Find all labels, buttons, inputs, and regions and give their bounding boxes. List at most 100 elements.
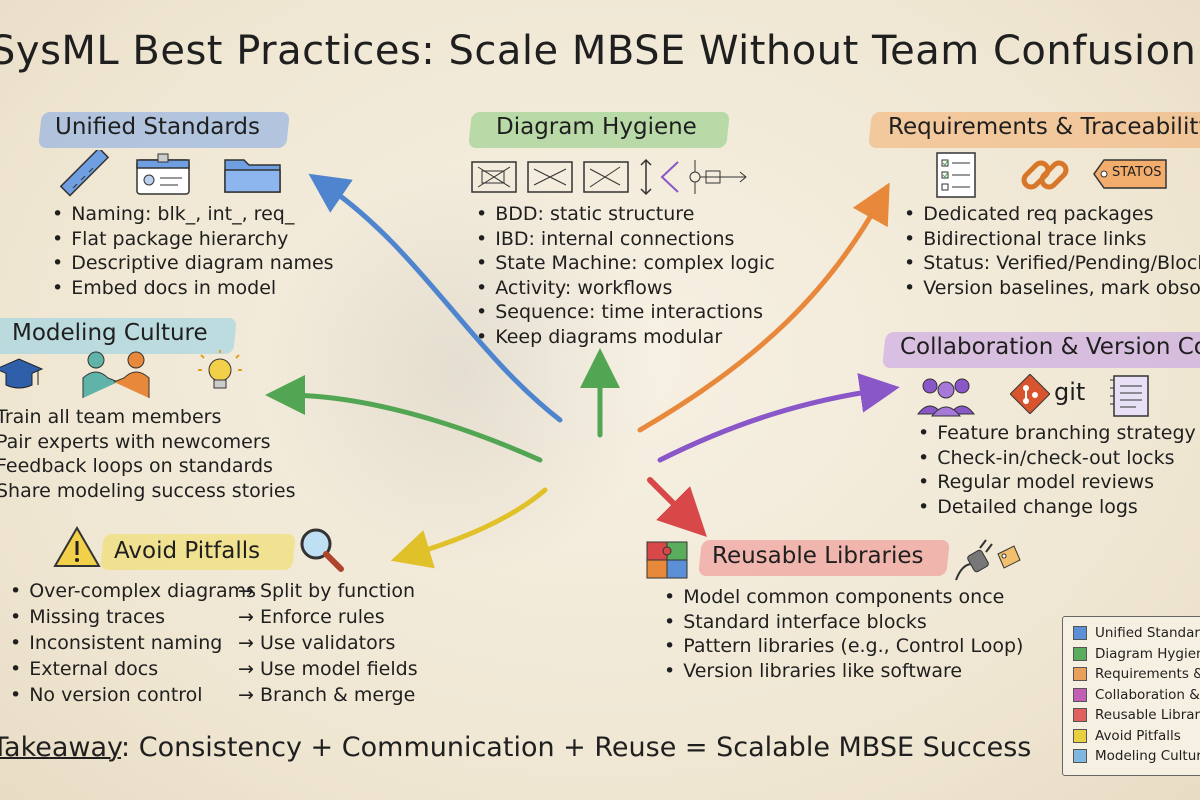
chain-link-icon <box>1018 150 1072 200</box>
list-item: State Machine: complex logic <box>476 251 775 276</box>
legend-label: Unified Standards <box>1095 625 1200 642</box>
legend-item: Modeling Culture <box>1073 746 1200 767</box>
graduation-cap-icon <box>0 355 44 395</box>
pitfall-problem: External docs <box>10 656 238 682</box>
git-label: git <box>1054 378 1086 406</box>
reusable-libraries-list: Model common components once Standard in… <box>664 585 1023 683</box>
arrow-to-modeling-culture <box>265 375 543 463</box>
warning-icon <box>52 525 102 569</box>
collaboration-list: Feature branching strategy Check-in/chec… <box>918 421 1196 519</box>
diagram-hygiene-list: BDD: static structure IBD: internal conn… <box>476 202 775 349</box>
legend-swatch <box>1073 667 1087 682</box>
status-tag-label: STATOS <box>1112 165 1162 180</box>
pitfall-row: Over-complex diagramsSplit by function <box>10 578 418 604</box>
legend-item: Collaboration & Version Control <box>1073 685 1200 706</box>
pitfall-row: External docsUse model fields <box>10 656 418 682</box>
list-item: Flat package hierarchy <box>52 227 334 252</box>
arrow-to-avoid-pitfalls <box>390 487 548 569</box>
list-item: Sequence: time interactions <box>476 300 775 325</box>
list-item: Train all team members <box>0 406 222 428</box>
legend-item: Diagram Hygiene <box>1073 644 1200 665</box>
takeaway-text: : Consistency + Communication + Reuse = … <box>121 732 1032 763</box>
takeaway: Takeaway: Consistency + Communication + … <box>0 732 1031 763</box>
pitfall-row: No version controlBranch & merge <box>10 682 418 708</box>
legend-label: Avoid Pitfalls <box>1095 727 1181 744</box>
legend-swatch <box>1073 626 1087 641</box>
pitfall-problem: Over-complex diagrams <box>10 578 256 604</box>
list-item: Feedback loops on standards <box>0 455 273 477</box>
requirements-title: Requirements & Traceability <box>888 114 1200 140</box>
list-item: Descriptive diagram names <box>52 251 333 276</box>
pitfall-fix: Split by function <box>238 578 415 604</box>
list-item: Pattern libraries (e.g., Control Loop) <box>664 634 1023 659</box>
ruler-icon <box>55 150 109 200</box>
collaboration-title: Collaboration & Version Control <box>900 334 1200 360</box>
change-log-document-icon <box>1108 372 1152 418</box>
list-item: Share modeling success stories <box>0 479 296 502</box>
list-item: Feature branching strategy <box>918 421 1196 446</box>
legend-item: Unified Standards <box>1073 623 1200 644</box>
pitfall-problem: Missing traces <box>10 604 238 630</box>
pitfall-problem: No version control <box>10 682 238 708</box>
requirements-list: Dedicated req packages Bidirectional tra… <box>904 202 1200 300</box>
list-item: Regular model reviews <box>918 470 1196 495</box>
avoid-pitfalls-table: Over-complex diagramsSplit by function M… <box>10 578 418 708</box>
list-item: Embed docs in model <box>52 276 334 301</box>
legend-label: Reusable Libraries <box>1095 707 1200 724</box>
legend-label: Diagram Hygiene <box>1095 645 1200 662</box>
lightbulb-icon <box>198 350 242 400</box>
list-item: Bidirectional trace links <box>904 227 1200 252</box>
takeaway-label: Takeaway <box>0 732 122 763</box>
legend-swatch <box>1073 708 1087 723</box>
modeling-culture-title: Modeling Culture <box>12 320 208 346</box>
pitfall-fix: Enforce rules <box>238 604 385 630</box>
status-tag-icon: STATOS <box>1092 158 1168 190</box>
legend-item: Requirements & Traceability <box>1073 664 1200 685</box>
id-badge-icon <box>134 152 192 196</box>
pitfall-problem: Inconsistent naming <box>10 630 238 656</box>
list-item: Version baselines, mark obsolete <box>904 276 1200 301</box>
folder-icon <box>222 150 284 196</box>
list-item: Status: Verified/Pending/Blocked <box>904 251 1200 276</box>
list-item: Keep diagrams modular <box>476 325 775 350</box>
git-logo-icon <box>1010 374 1050 414</box>
legend-label: Collaboration & Version Control <box>1095 686 1200 703</box>
arrow-to-unified-standards <box>308 173 563 423</box>
pitfall-fix: Use validators <box>238 630 395 656</box>
arrow-to-requirements <box>637 182 890 433</box>
legend-swatch <box>1073 687 1087 702</box>
list-item: Model common components once <box>664 585 1023 610</box>
arrow-to-collaboration <box>657 373 900 463</box>
list-item: BDD: static structure <box>476 202 775 227</box>
team-icon <box>916 374 976 418</box>
legend-item: Avoid Pitfalls <box>1073 726 1200 747</box>
list-item: Pair experts with newcomers <box>0 430 271 453</box>
list-item: Version libraries like software <box>664 659 1023 684</box>
list-item: Dedicated req packages <box>904 202 1200 227</box>
list-item: Detailed change logs <box>918 495 1196 520</box>
legend: Unified Standards Diagram Hygiene Requir… <box>1062 616 1200 776</box>
diagram-hygiene-title: Diagram Hygiene <box>496 114 697 140</box>
unified-standards-title: Unified Standards <box>55 114 260 140</box>
pitfall-fix: Use model fields <box>238 656 418 682</box>
page-title: SysML Best Practices: Scale MBSE Without… <box>0 28 1197 74</box>
unified-standards-list: Naming: blk_, int_, req_ Flat package hi… <box>52 202 334 301</box>
pitfall-row: Inconsistent namingUse validators <box>10 630 418 656</box>
list-item: Naming: blk_, int_, req_ <box>52 202 334 227</box>
checklist-icon <box>934 150 978 200</box>
legend-swatch <box>1073 749 1087 764</box>
legend-swatch <box>1073 728 1087 743</box>
magnifier-icon <box>296 524 346 574</box>
legend-label: Requirements & Traceability <box>1095 666 1200 683</box>
list-item: Activity: workflows <box>476 276 775 301</box>
plug-tag-icon <box>952 534 1022 584</box>
legend-swatch <box>1073 646 1087 661</box>
pitfall-row: Missing tracesEnforce rules <box>10 604 418 630</box>
list-item: Check-in/check-out locks <box>918 446 1196 471</box>
pitfall-fix: Branch & merge <box>238 682 415 708</box>
list-item: Standard interface blocks <box>664 610 1023 635</box>
diagram-thumbnails-icon <box>470 157 760 197</box>
avoid-pitfalls-title: Avoid Pitfalls <box>114 538 261 564</box>
